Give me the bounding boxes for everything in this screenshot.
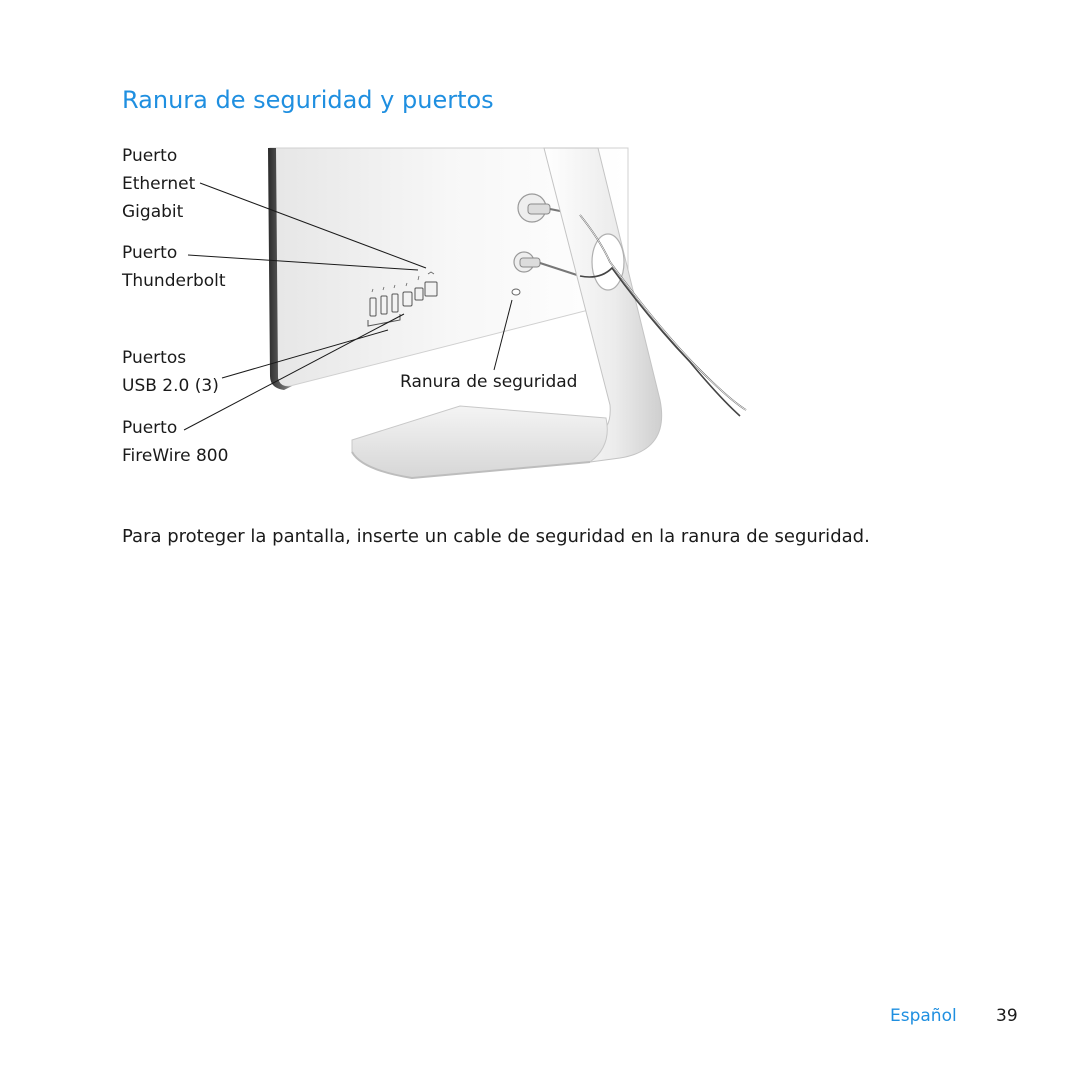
imac-rear-illustration [183,147,747,480]
callout-usb-line1: Puertos [122,348,187,368]
imac-stand [543,147,663,463]
callout-security-slot-label: Ranura de seguridad [400,372,578,392]
callout-firewire: Puerto FireWire 800 [122,414,228,470]
cable-hole-icon [591,233,625,291]
thunderbolt-port-icon [414,287,424,301]
callout-ethernet: Puerto Ethernet Gigabit [122,142,195,226]
callout-usb: Puertos USB 2.0 (3) [122,344,219,400]
usb-port-icon [380,295,388,315]
callout-firewire-line2: FireWire 800 [122,446,229,466]
callout-ethernet-line3: Gigabit [122,202,184,222]
footer-page-number: 39 [996,1006,1018,1026]
callout-thunderbolt: Puerto Thunderbolt [122,239,226,295]
callout-ethernet-line1: Puerto [122,146,178,166]
callout-ethernet-line2: Ethernet [122,174,196,194]
usb-port-icon [391,293,399,313]
leader-lines [183,182,513,431]
security-slot-icon [511,288,521,296]
callout-security-slot: Ranura de seguridad [400,368,577,396]
footer-language: Español [890,1006,957,1026]
body-paragraph: Para proteger la pantalla, inserte un ca… [122,526,870,547]
firewire-port-icon [402,291,413,307]
callout-thunderbolt-line1: Puerto [122,243,178,263]
callout-usb-line2: USB 2.0 (3) [122,376,219,396]
imac-edge [268,148,292,390]
callout-thunderbolt-line2: Thunderbolt [122,271,226,291]
imac-base [351,405,608,479]
port-cluster [369,281,438,317]
usb-port-icon [369,297,377,317]
callout-firewire-line1: Puerto [122,418,178,438]
page-title: Ranura de seguridad y puertos [122,86,494,114]
ethernet-port-icon [424,281,438,297]
